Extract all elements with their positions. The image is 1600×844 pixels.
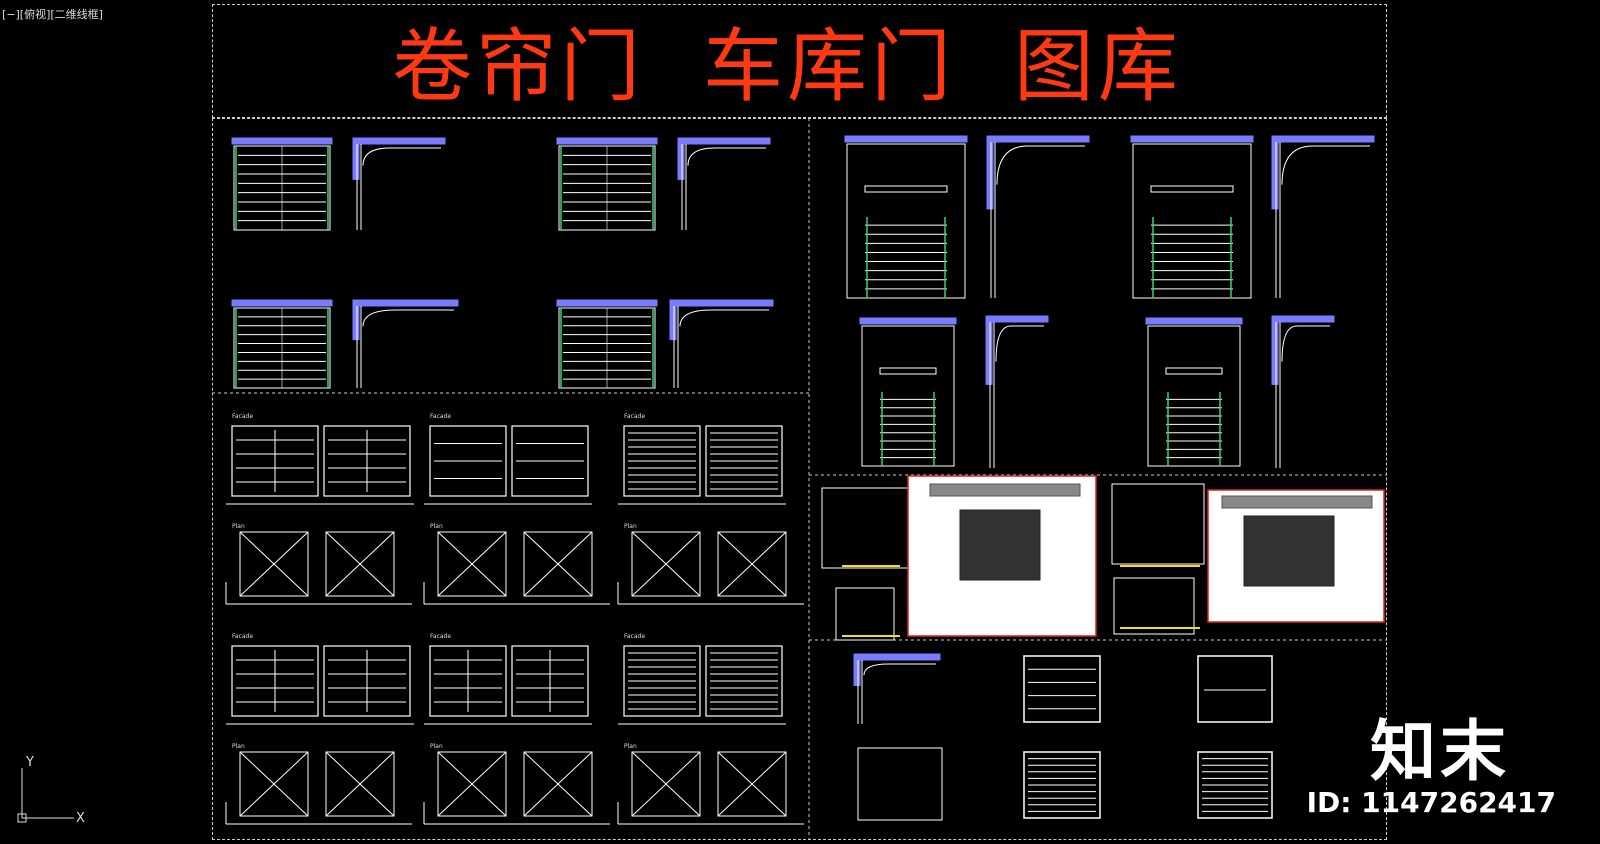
- tall-frame-4: [1147, 325, 1241, 467]
- plan-bay-0-1-0: [239, 751, 309, 817]
- detail-section-2: [835, 587, 895, 641]
- tall-section-2-rail: [1271, 135, 1375, 143]
- facade-door-1-0-1: [511, 425, 589, 497]
- facade-door-1-0-0: [429, 425, 507, 497]
- door-elevation-4-header: [556, 299, 658, 307]
- plan-label: Plan: [232, 743, 245, 750]
- door-elevation-3-header: [231, 299, 333, 307]
- facade-label: Facade: [232, 413, 253, 420]
- image-id-watermark: ID: 1147262417: [1306, 786, 1556, 819]
- door-section-4-rail: [669, 299, 774, 307]
- small-door-3: [1023, 751, 1101, 819]
- small-door-4: [1197, 751, 1273, 819]
- small-door-2: [1197, 655, 1273, 723]
- door-elevation-1-header: [231, 137, 333, 145]
- plan-bay-0-0-0: [239, 531, 309, 597]
- plan-label: Plan: [624, 523, 637, 530]
- facade-door-2-1-0: [623, 645, 701, 717]
- plan-bay-0-0-1: [325, 531, 395, 597]
- detail-section-3: [1111, 483, 1205, 565]
- drawing-title: 卷帘门 车库门 图库: [392, 20, 1182, 113]
- tall-section-4-rail: [1271, 315, 1335, 323]
- facade-door-1-1-0: [429, 645, 507, 717]
- ucs-axis-icon: Y X: [17, 755, 85, 826]
- small-plan-1: [857, 747, 943, 821]
- facade-door-0-0-0: [231, 425, 319, 497]
- facade-door-0-1-0: [231, 645, 319, 717]
- brand-watermark: 知末: [1370, 713, 1510, 790]
- plan-bay-1-0-1: [523, 531, 593, 597]
- detail-section-1: [821, 487, 911, 569]
- tall-frame-4-header: [1145, 317, 1243, 325]
- tall-frame-3: [861, 325, 955, 467]
- tall-section-1-rail: [986, 135, 1090, 143]
- plan-bay-1-0-0: [437, 531, 507, 597]
- plan-label: Plan: [430, 743, 443, 750]
- door-section-1-rail: [352, 137, 446, 145]
- plan-label: Plan: [232, 523, 245, 530]
- title-frame: [212, 4, 1387, 118]
- facade-door-2-0-0: [623, 425, 701, 497]
- ucs-y-label: Y: [25, 755, 34, 770]
- tall-frame-3-header: [859, 317, 957, 325]
- facade-label: Facade: [430, 413, 451, 420]
- door-section-3-rail: [352, 299, 459, 307]
- plan-bay-2-0-1: [717, 531, 787, 597]
- tall-section-3-rail: [985, 315, 1049, 323]
- plan-label: Plan: [624, 743, 637, 750]
- facade-door-2-0-1: [705, 425, 783, 497]
- plan-bay-1-1-0: [437, 751, 507, 817]
- facade-door-0-0-1: [323, 425, 411, 497]
- facade-label: Facade: [624, 413, 645, 420]
- plan-bay-1-1-1: [523, 751, 593, 817]
- tall-frame-1: [846, 143, 966, 299]
- plan-bay-0-1-1: [325, 751, 395, 817]
- door-section-2-rail: [677, 137, 771, 145]
- small-door-1: [1023, 655, 1101, 723]
- door-elevation-2-header: [556, 137, 658, 145]
- facade-door-0-1-1: [323, 645, 411, 717]
- plan-bay-2-0-0: [631, 531, 701, 597]
- viewport-controls-label[interactable]: [−][俯视][二维线框]: [2, 8, 103, 21]
- tall-frame-2: [1132, 143, 1252, 299]
- facade-label: Facade: [232, 633, 253, 640]
- facade-label: Facade: [624, 633, 645, 640]
- small-section-1-rail: [853, 653, 941, 661]
- tall-frame-1-header: [844, 135, 968, 143]
- facade-door-2-1-1: [705, 645, 783, 717]
- detail-section-4: [1113, 577, 1195, 635]
- facade-door-1-1-1: [511, 645, 589, 717]
- plan-bay-2-1-1: [717, 751, 787, 817]
- ucs-x-label: X: [76, 811, 85, 826]
- sheet-frame: [212, 118, 1387, 840]
- tall-frame-2-header: [1130, 135, 1254, 143]
- facade-label: Facade: [430, 633, 451, 640]
- plan-bay-2-1-0: [631, 751, 701, 817]
- plan-label: Plan: [430, 523, 443, 530]
